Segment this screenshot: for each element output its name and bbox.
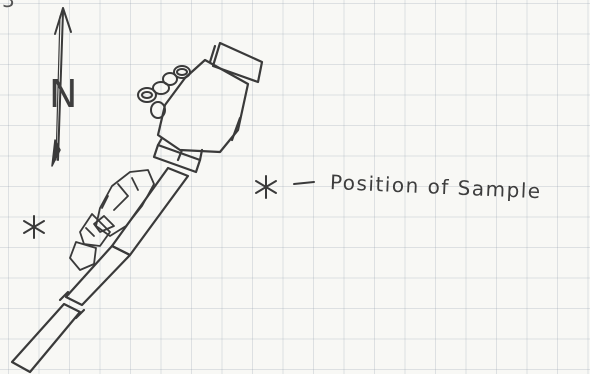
north-label: N <box>49 75 77 113</box>
sample-position-icon <box>24 216 44 238</box>
rubble-pile <box>70 170 154 270</box>
stone-column <box>12 168 188 372</box>
top-block <box>158 43 262 160</box>
legend-dash <box>294 182 314 184</box>
column-cap <box>154 138 202 172</box>
legend-asterisk-icon <box>256 176 276 198</box>
